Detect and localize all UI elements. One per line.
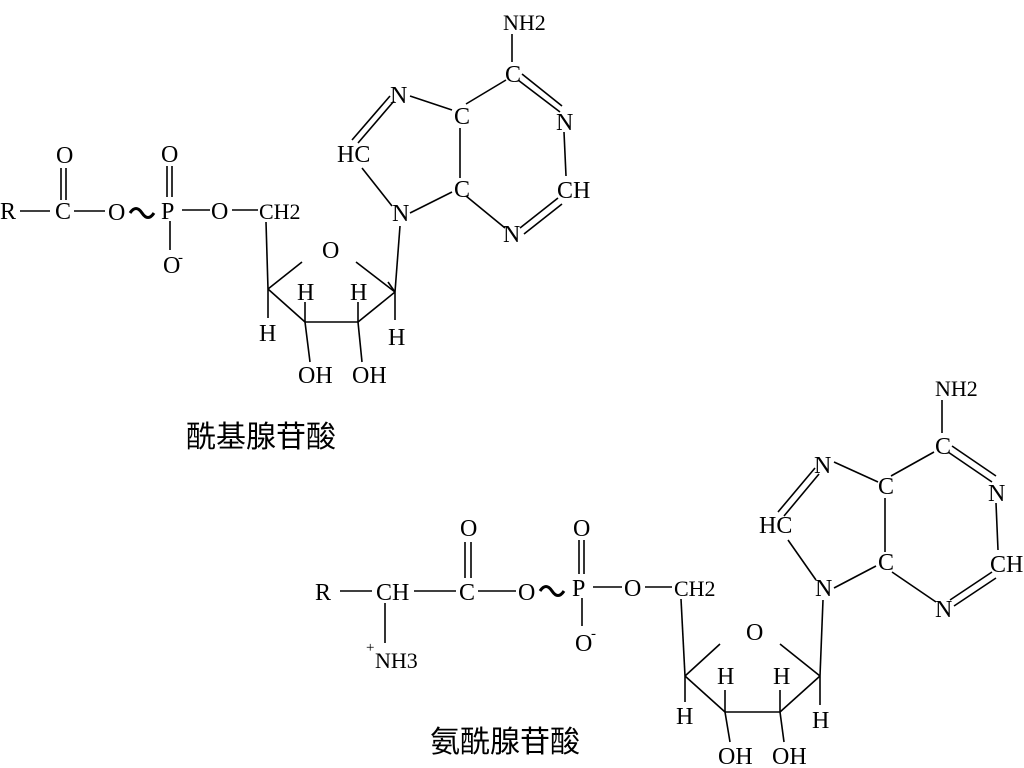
atom-h-c3: H xyxy=(297,280,314,306)
atom-nh2: NH2 xyxy=(935,376,978,401)
atom-oh-c3: OH xyxy=(298,363,333,389)
atom-c6: C xyxy=(935,434,951,460)
atom-nh3: NH3 xyxy=(375,648,418,673)
atom-p: P xyxy=(161,199,174,225)
atom-o-p-bottom: O xyxy=(163,253,180,279)
atom-c6: C xyxy=(505,62,521,88)
atom-c8: HC xyxy=(337,142,370,168)
charge-minus-2: - xyxy=(591,626,596,642)
caption-aminoacyl-adenylate: 氨酰腺苷酸 xyxy=(430,725,580,760)
atom-c4: C xyxy=(454,177,470,203)
atom-c-carbonyl: C xyxy=(55,199,71,225)
atom-h-c2: H xyxy=(773,664,790,690)
atom-c8: HC xyxy=(759,513,792,539)
atom-n3: N xyxy=(935,597,952,623)
atom-ch2: CH2 xyxy=(674,576,716,601)
atom-r: R xyxy=(0,199,16,225)
atom-c5: C xyxy=(878,474,894,500)
atom-h-c2: H xyxy=(350,280,367,306)
atom-o-link: O xyxy=(211,199,228,225)
charge-plus: + xyxy=(366,640,374,656)
bonds-molecule-1 xyxy=(20,34,567,363)
atom-n7: N xyxy=(814,453,831,479)
caption-acyl-adenylate: 酰基腺苷酸 xyxy=(186,420,336,455)
molecule-acyl-adenylate: R C O O P O O - O CH2 O H H H H OH OH N … xyxy=(0,10,590,455)
atom-o-ester: O xyxy=(108,200,125,226)
atom-n7: N xyxy=(390,83,407,109)
atom-oh-c3: OH xyxy=(718,744,753,768)
atom-c4: C xyxy=(878,550,894,576)
atom-h-c1: H xyxy=(388,325,405,351)
atom-n9: N xyxy=(392,201,409,227)
atom-o-ester: O xyxy=(518,580,535,606)
atom-n9: N xyxy=(815,576,832,602)
atom-o-carbonyl: O xyxy=(460,516,477,542)
atom-o-p-bottom: O xyxy=(575,631,592,657)
atom-o-p-top: O xyxy=(573,516,590,542)
atom-h-c4: H xyxy=(259,321,276,347)
atom-o-carbonyl: O xyxy=(56,143,73,169)
atom-o-ring: O xyxy=(746,620,763,646)
atom-oh-c2: OH xyxy=(352,363,387,389)
atom-oh-c2: OH xyxy=(772,744,807,768)
atom-c2: CH xyxy=(990,552,1023,578)
atom-ch2: CH2 xyxy=(259,199,301,224)
molecule-aminoacyl-adenylate: R CH + NH3 C O O P O O - O CH2 O H H H H… xyxy=(315,376,1023,768)
atom-p: P xyxy=(572,576,585,602)
atom-h-c3: H xyxy=(717,664,734,690)
atom-n1: N xyxy=(988,481,1005,507)
atom-o-link: O xyxy=(624,576,641,602)
atom-n1: N xyxy=(556,110,573,136)
atom-h-c4: H xyxy=(676,704,693,730)
atom-r: R xyxy=(315,580,331,606)
atom-c-carbonyl: C xyxy=(459,580,475,606)
atom-n3: N xyxy=(503,222,520,248)
atom-ch-alpha: CH xyxy=(376,580,409,606)
atom-c5: C xyxy=(454,104,470,130)
atom-c2: CH xyxy=(557,178,590,204)
atom-o-p-top: O xyxy=(161,142,178,168)
bonds-molecule-2 xyxy=(340,400,999,743)
charge-minus-1: - xyxy=(178,250,183,266)
atom-o-ring: O xyxy=(322,238,339,264)
atom-h-c1: H xyxy=(812,708,829,734)
atom-nh2: NH2 xyxy=(503,10,546,35)
